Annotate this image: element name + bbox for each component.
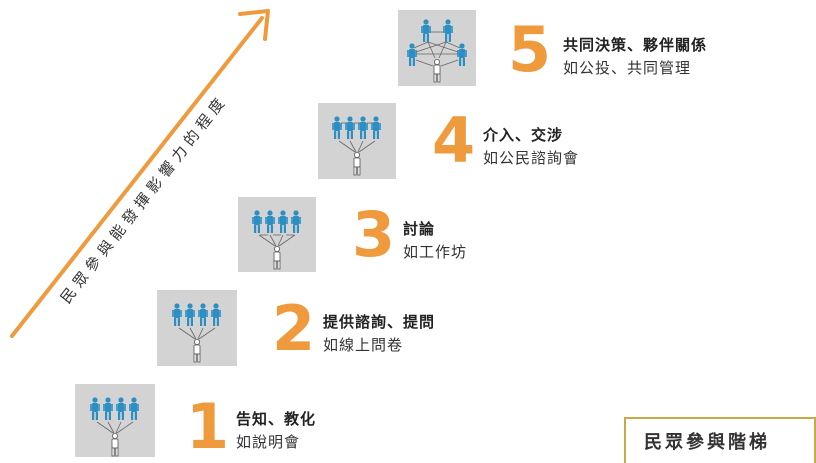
step-5-illustration: [398, 10, 476, 86]
step-3-title: 討論: [403, 220, 436, 238]
step-2-subtitle: 如線上問卷: [323, 336, 404, 354]
step-2-number: 2: [272, 292, 316, 365]
step-3-number: 3: [352, 198, 396, 271]
ladder-title: 民眾參與階梯: [644, 432, 770, 453]
step-5-subtitle: 如公投、共同管理: [563, 59, 692, 77]
step-3-subtitle: 如工作坊: [403, 243, 468, 261]
step-3-illustration: [238, 197, 316, 272]
step-4-number: 4: [432, 104, 476, 177]
step-1-illustration: [75, 384, 155, 457]
ladder-title-box: 民眾參與階梯: [624, 417, 816, 463]
step-4-subtitle: 如公民諮詢會: [483, 149, 580, 167]
step-5-title: 共同決策、夥伴關係: [563, 36, 708, 54]
step-4-title: 介入、交涉: [483, 126, 564, 144]
step-5-number: 5: [508, 13, 552, 86]
step-1-number: 1: [186, 390, 230, 463]
step-2-illustration: [157, 290, 237, 366]
step-1-title: 告知、教化: [236, 410, 317, 428]
step-1-subtitle: 如說明會: [236, 433, 301, 451]
step-4-illustration: [318, 103, 396, 179]
step-2-title: 提供諮詢、提問: [323, 313, 436, 331]
